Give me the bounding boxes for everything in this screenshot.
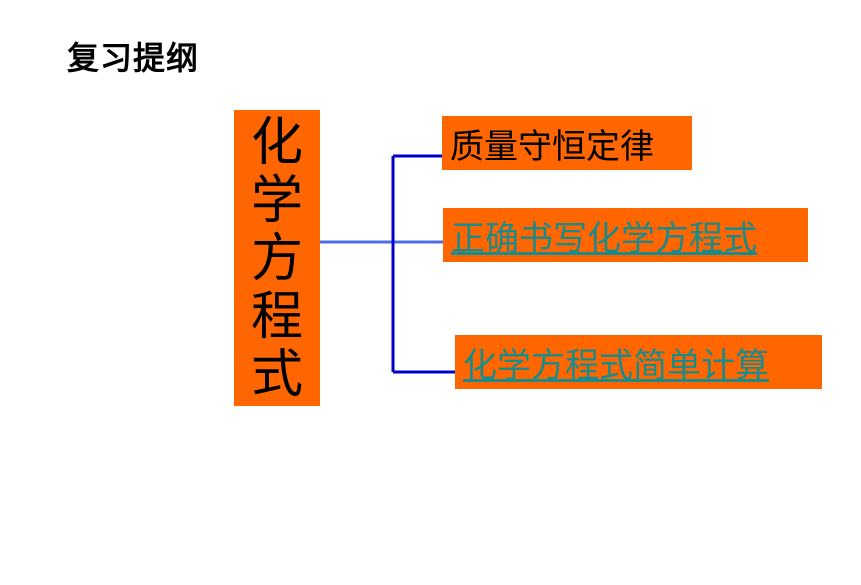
root-node-char: 程 <box>250 287 303 347</box>
root-node-char: 式 <box>250 345 303 405</box>
root-node-char: 化 <box>250 113 303 173</box>
branch-node-conservation-of-mass: 质量守恒定律 <box>442 116 692 170</box>
root-node-char: 学 <box>250 171 303 231</box>
page-title: 复习提纲 <box>67 39 200 77</box>
branch-label: 质量守恒定律 <box>450 126 654 167</box>
branch-node-equation-calculation[interactable]: 化学方程式简单计算 <box>455 335 822 389</box>
root-node-box: 化 学 方 程 式 <box>234 110 320 406</box>
root-node-char: 方 <box>250 229 303 289</box>
branch-node-writing-equations[interactable]: 正确书写化学方程式 <box>443 208 808 262</box>
branch-link-writing-equations[interactable]: 正确书写化学方程式 <box>451 218 757 259</box>
branch-link-equation-calculation[interactable]: 化学方程式简单计算 <box>463 345 769 386</box>
